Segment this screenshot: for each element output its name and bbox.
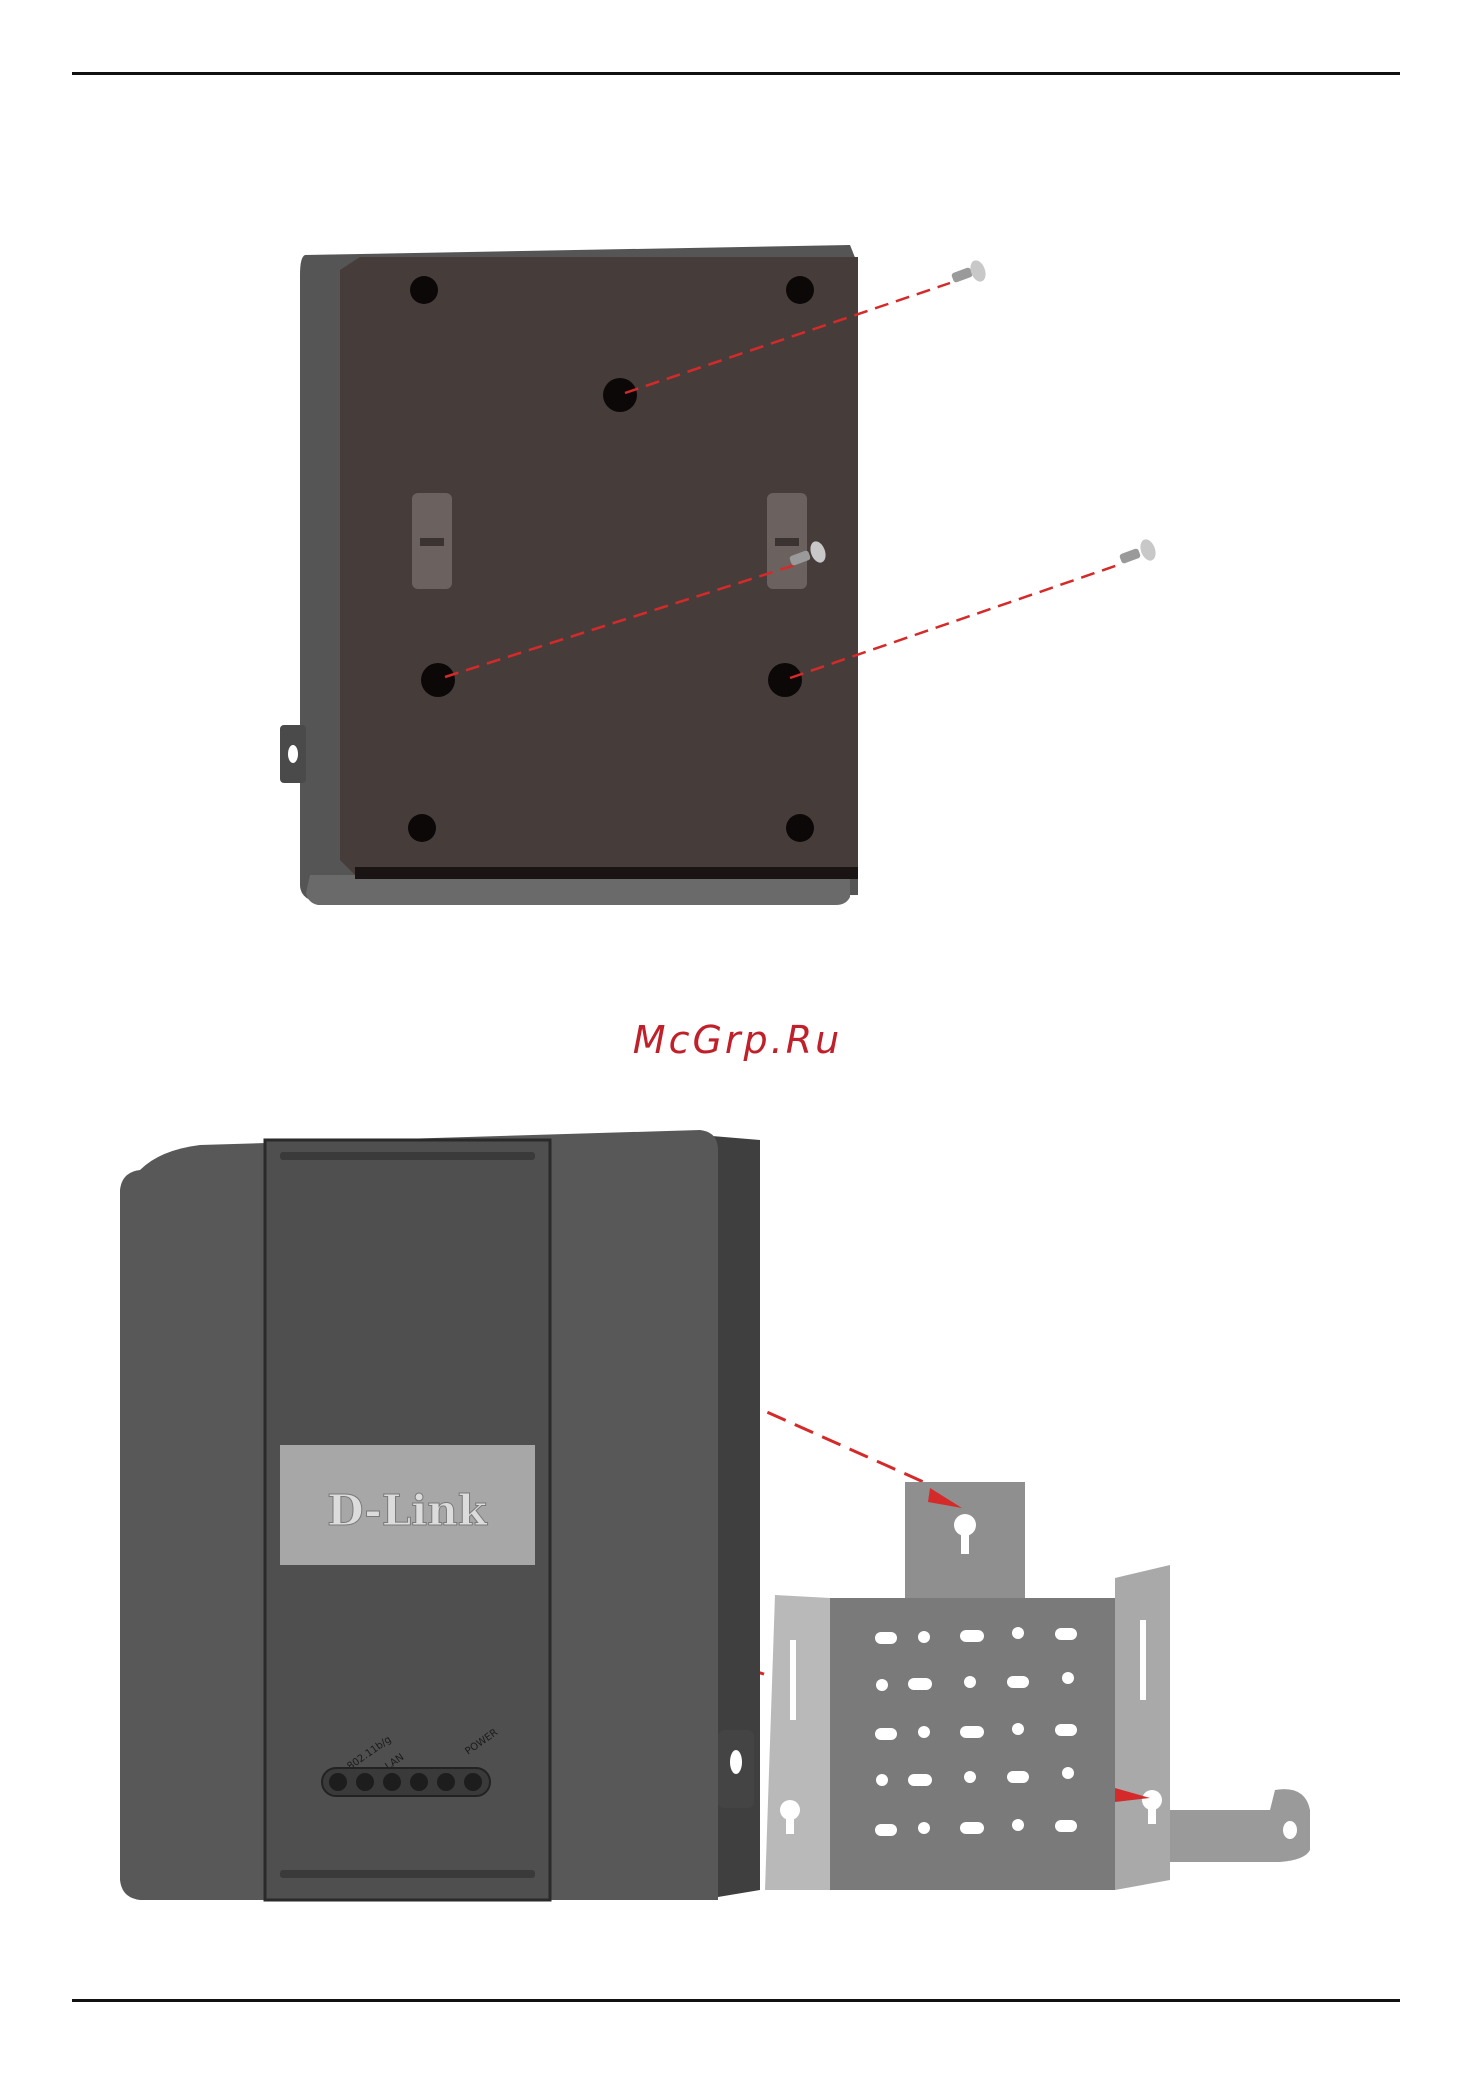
- led-indicator: [329, 1773, 347, 1791]
- screw-icon: [1119, 537, 1158, 564]
- back-panel-bottom-strip: [355, 867, 858, 879]
- header-rule: [72, 72, 1400, 75]
- mounting-tab-hole: [730, 1750, 742, 1774]
- screw-hole: [410, 276, 438, 304]
- screw-hole: [408, 814, 436, 842]
- mounting-slot-notch: [775, 538, 799, 546]
- led-indicator: [437, 1773, 455, 1791]
- screw-hole: [421, 663, 455, 697]
- watermark-text: McGrp.Ru: [0, 1018, 1475, 1062]
- device-bracket-illustration: D-Link 802.11b/g LAN POWER: [0, 1110, 1475, 1910]
- footer-rule: [72, 1999, 1400, 2002]
- device-front-bottom-strip: [280, 1870, 535, 1878]
- device-front-top-strip: [280, 1152, 535, 1160]
- screw-hole: [786, 276, 814, 304]
- led-indicator: [410, 1773, 428, 1791]
- screw-hole: [768, 663, 802, 697]
- screw-hole: [786, 814, 814, 842]
- led-indicator: [356, 1773, 374, 1791]
- mounting-tab-hole: [288, 745, 298, 763]
- mounting-slot-notch: [420, 538, 444, 546]
- brand-logo: D-Link: [327, 1486, 488, 1535]
- device-base-lip: [306, 875, 850, 905]
- led-indicator: [383, 1773, 401, 1791]
- screw-icon: [951, 258, 988, 283]
- led-indicator: [464, 1773, 482, 1791]
- wall-bracket: [765, 1482, 1310, 1890]
- screw-hole: [603, 378, 637, 412]
- device-back-illustration: [0, 235, 1475, 915]
